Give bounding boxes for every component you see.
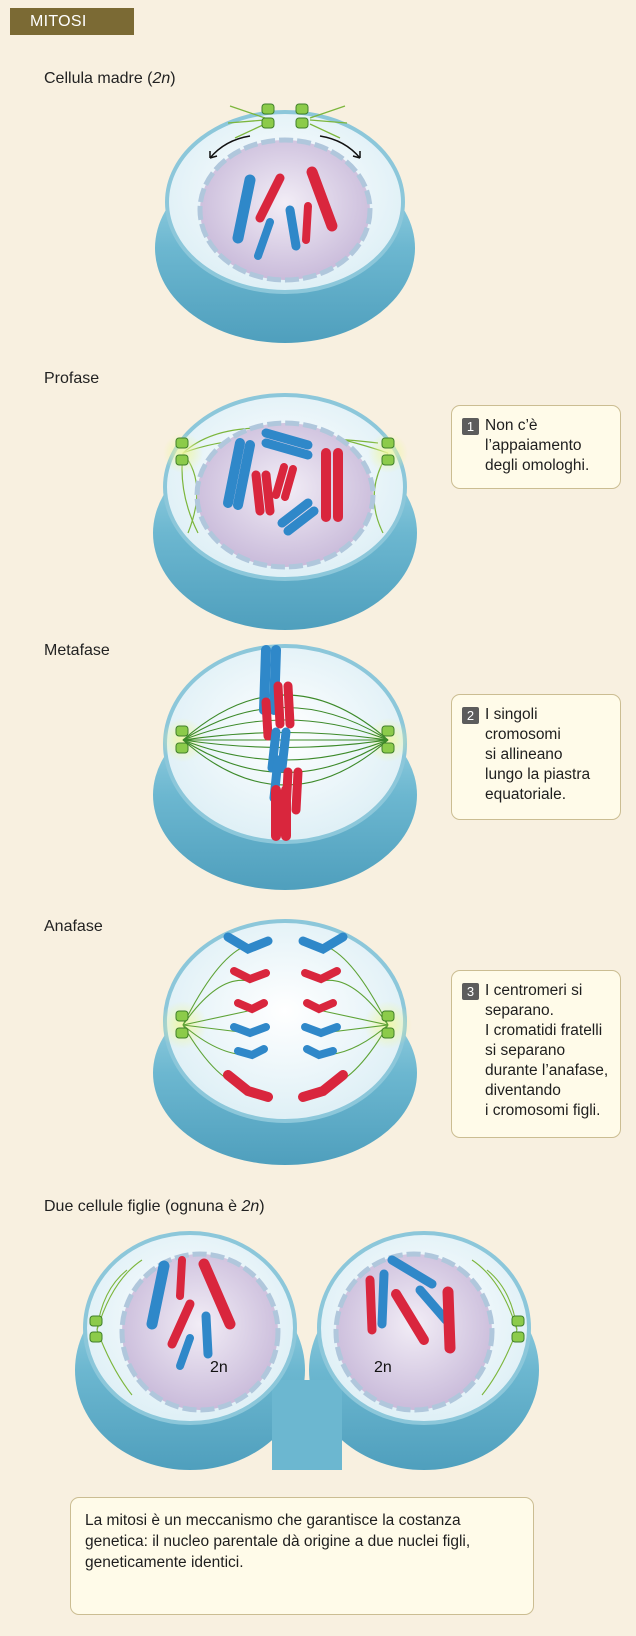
metaphase-cell-illustration <box>148 640 423 895</box>
stage-label-anaphase: Anafase <box>44 918 103 936</box>
note-metaphase: 2 I singoli cromosomi si allineano lungo… <box>451 694 621 820</box>
note-prophase: 1 Non c’è l’appaiamento degli omologhi. <box>451 405 621 489</box>
section-badge: MITOSI <box>10 8 134 35</box>
stage-label-prophase: Profase <box>44 370 99 388</box>
ploidy-label-right: 2n <box>374 1359 392 1376</box>
ploidy-label-left: 2n <box>210 1359 228 1376</box>
nucleus-left <box>122 1254 278 1410</box>
nucleus <box>200 140 370 280</box>
note-anaphase: 3 I centromeri si separano. I cromatidi … <box>451 970 621 1138</box>
prophase-cell-illustration <box>148 383 423 638</box>
anaphase-cell-illustration <box>148 915 423 1170</box>
stage-label-metaphase: Metafase <box>44 642 110 660</box>
daughter-cells-illustration: 2n 2n <box>72 1220 542 1480</box>
summary-box: La mitosi è un meccanismo che garantisce… <box>70 1497 534 1615</box>
mother-cell-illustration <box>150 98 420 353</box>
stage-label-daughter-cells: Due cellule figlie (ognuna è 2n) <box>44 1198 265 1216</box>
note-number-badge: 1 <box>462 418 479 435</box>
note-text: I singoli cromosomi si allineano lungo l… <box>485 705 590 809</box>
stage-label-mother-cell: Cellula madre (2n) <box>44 70 176 88</box>
note-number-badge: 3 <box>462 983 479 1000</box>
note-text: I centromeri si separano. I cromatidi fr… <box>485 981 608 1127</box>
note-number-badge: 2 <box>462 707 479 724</box>
note-text: Non c’è l’appaiamento degli omologhi. <box>485 416 589 478</box>
